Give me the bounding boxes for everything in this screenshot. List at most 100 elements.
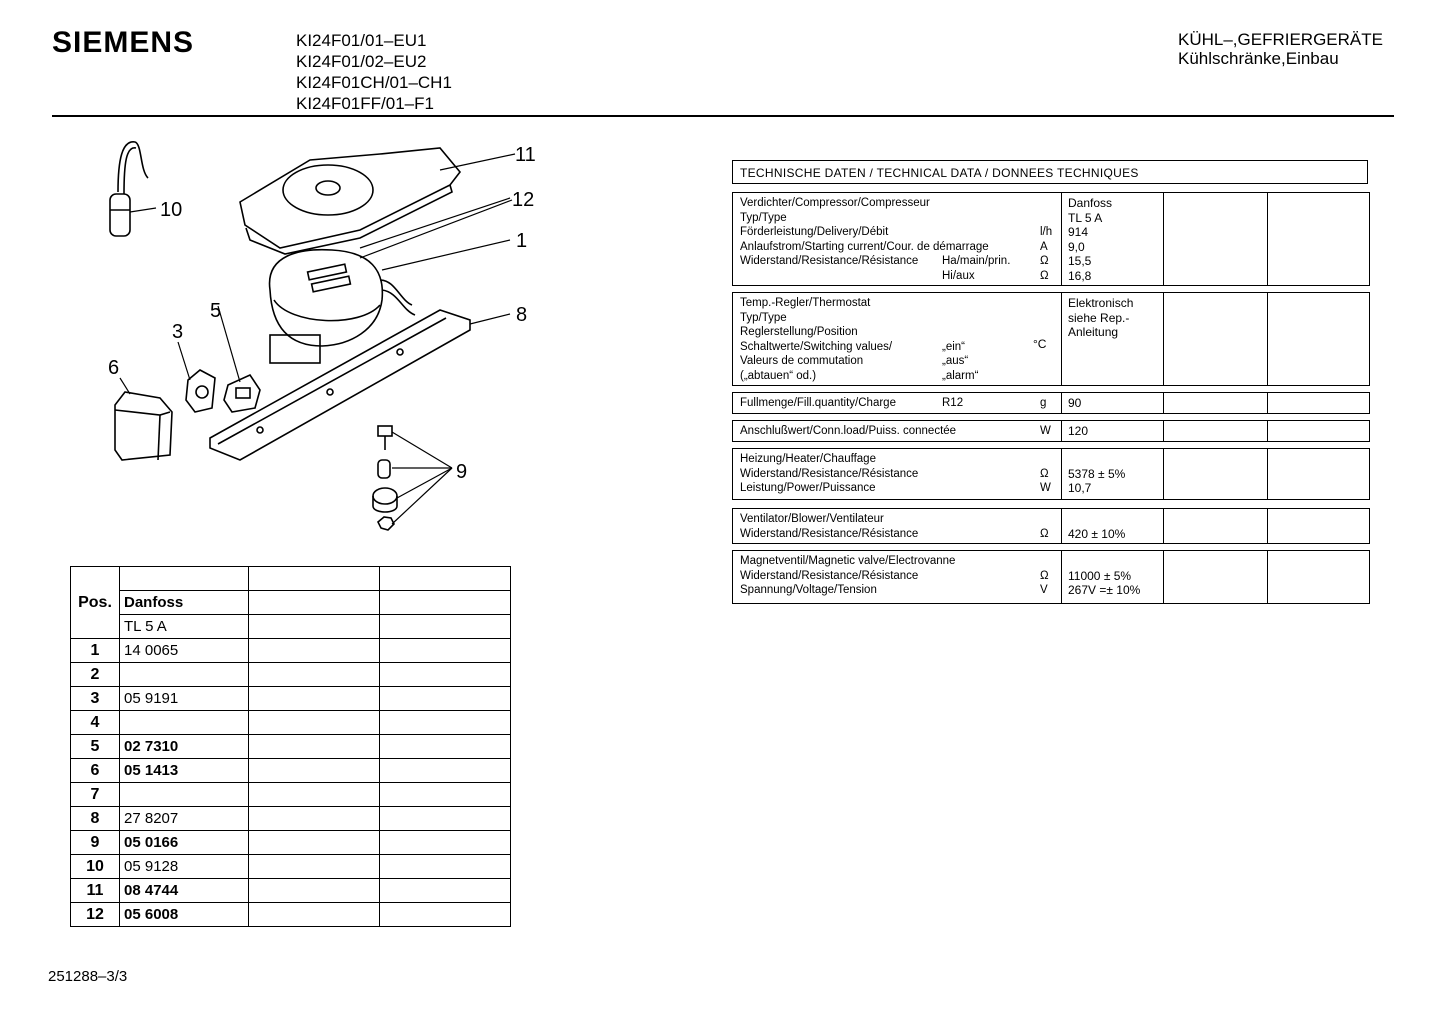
part-number: [119, 782, 249, 807]
empty-column: [1163, 421, 1268, 441]
spec-sublabel: Ha/main/prin.: [942, 255, 1011, 268]
empty-cell: [379, 854, 511, 879]
spec-label: Reglerstellung/Position: [740, 326, 858, 339]
callout-label: 10: [160, 199, 182, 221]
empty-cell: [379, 758, 511, 783]
blower-values: 420 ± 10%: [1068, 512, 1125, 541]
unit-label: g: [1040, 397, 1047, 409]
spec-row: Typ/Type: [740, 211, 989, 226]
empty-cell: [379, 710, 511, 735]
empty-cell: [248, 830, 380, 855]
spec-value: 10,7: [1068, 481, 1092, 496]
empty-cell: [379, 662, 511, 687]
empty-cell: [379, 638, 511, 663]
empty-cell: [379, 734, 511, 759]
unit-label: Ω: [1040, 467, 1049, 480]
position-number: 7: [70, 782, 120, 807]
spec-row: („abtauen“ od.)„alarm“: [740, 369, 978, 384]
cable-part-drawing: [109, 141, 149, 237]
position-number: 4: [70, 710, 120, 735]
refrigerant-type: R12: [942, 397, 964, 409]
spec-row: Widerstand/Resistance/Résistance Ω: [740, 569, 1049, 584]
empty-cell: [379, 566, 511, 591]
spec-sublabel: „alarm“: [942, 369, 979, 382]
spec-row: Verdichter/Compressor/Compresseur: [740, 196, 989, 211]
category-line: KÜHL–,GEFRIERGERÄTE: [1178, 30, 1383, 49]
spec-value: 16,8: [1068, 268, 1092, 283]
spec-label: Schaltwerte/Switching values/: [740, 340, 893, 353]
empty-cell: [379, 878, 511, 903]
unit-label: W: [1040, 425, 1051, 437]
empty-column: [1163, 193, 1268, 285]
empty-cell: [248, 566, 380, 591]
unit-label: Ω: [1040, 527, 1049, 540]
exploded-parts-diagram: 11 12 1 10 5 3 6 8 9: [108, 141, 536, 531]
valve-labels: Magnetventil/Magnetic valve/Electrovanne…: [740, 554, 1049, 598]
unit-label: Ω: [1040, 569, 1049, 582]
spec-value: Danfoss: [1068, 196, 1113, 210]
heater-values: 5378 ± 5%10,7: [1068, 452, 1125, 496]
empty-cell: [248, 782, 380, 807]
cover-part-drawing: [239, 147, 462, 255]
spec-value: 15,5: [1068, 254, 1092, 269]
document-number: 251288–3/3: [48, 968, 128, 985]
base-plate-drawing: [209, 309, 471, 461]
spec-label: Widerstand/Resistance/Résistance: [740, 569, 919, 582]
spec-value: [1068, 512, 1125, 527]
empty-cell: [248, 878, 380, 903]
category-heading: KÜHL–,GEFRIERGERÄTE Kühlschränke,Einbau: [1178, 30, 1383, 68]
charge-values: 90: [1068, 396, 1081, 411]
unit-label: A: [1040, 240, 1048, 253]
value-column: 90: [1061, 393, 1164, 413]
mounting-hardware-drawing: [372, 425, 398, 531]
position-number: 2: [70, 662, 120, 687]
spec-value: 5378 ± 5%: [1068, 466, 1126, 481]
callout-label: 11: [515, 144, 536, 166]
part-number: 27 8207: [119, 806, 249, 831]
empty-column: [1267, 421, 1268, 441]
unit-label: Ω: [1040, 269, 1049, 282]
spec-row: Magnetventil/Magnetic valve/Electrovanne: [740, 554, 955, 569]
spec-label: Verdichter/Compressor/Compresseur: [740, 197, 930, 209]
callout-label: 3: [172, 321, 183, 343]
callout-label: 1: [516, 230, 527, 252]
load-values: 120: [1068, 424, 1088, 439]
value-column: 5378 ± 5%10,7: [1061, 449, 1164, 499]
part-number: 05 9191: [119, 686, 249, 711]
spec-row: Temp.-Regler/Thermostat: [740, 296, 892, 311]
empty-cell: [379, 614, 511, 639]
empty-column: [1267, 393, 1268, 413]
model-number: KI24F01CH/01–CH1: [296, 73, 452, 92]
part-number: 14 0065: [119, 638, 249, 663]
unit-label: V: [1040, 584, 1048, 597]
model-number: KI24F01/02–EU2: [296, 52, 427, 71]
empty-cell: [379, 830, 511, 855]
callout-label: 5: [210, 300, 221, 322]
empty-column: [1267, 551, 1268, 603]
spec-value: Anleitung: [1068, 325, 1119, 340]
table-row: 7: [70, 782, 511, 807]
spec-label: Typ/Type: [740, 311, 787, 324]
manufacturer-cell: Danfoss: [119, 590, 249, 615]
empty-cell: [248, 710, 380, 735]
empty-cell: [248, 854, 380, 879]
empty-column: [1267, 193, 1268, 285]
model-number: KI24F01FF/01–F1: [296, 94, 434, 113]
